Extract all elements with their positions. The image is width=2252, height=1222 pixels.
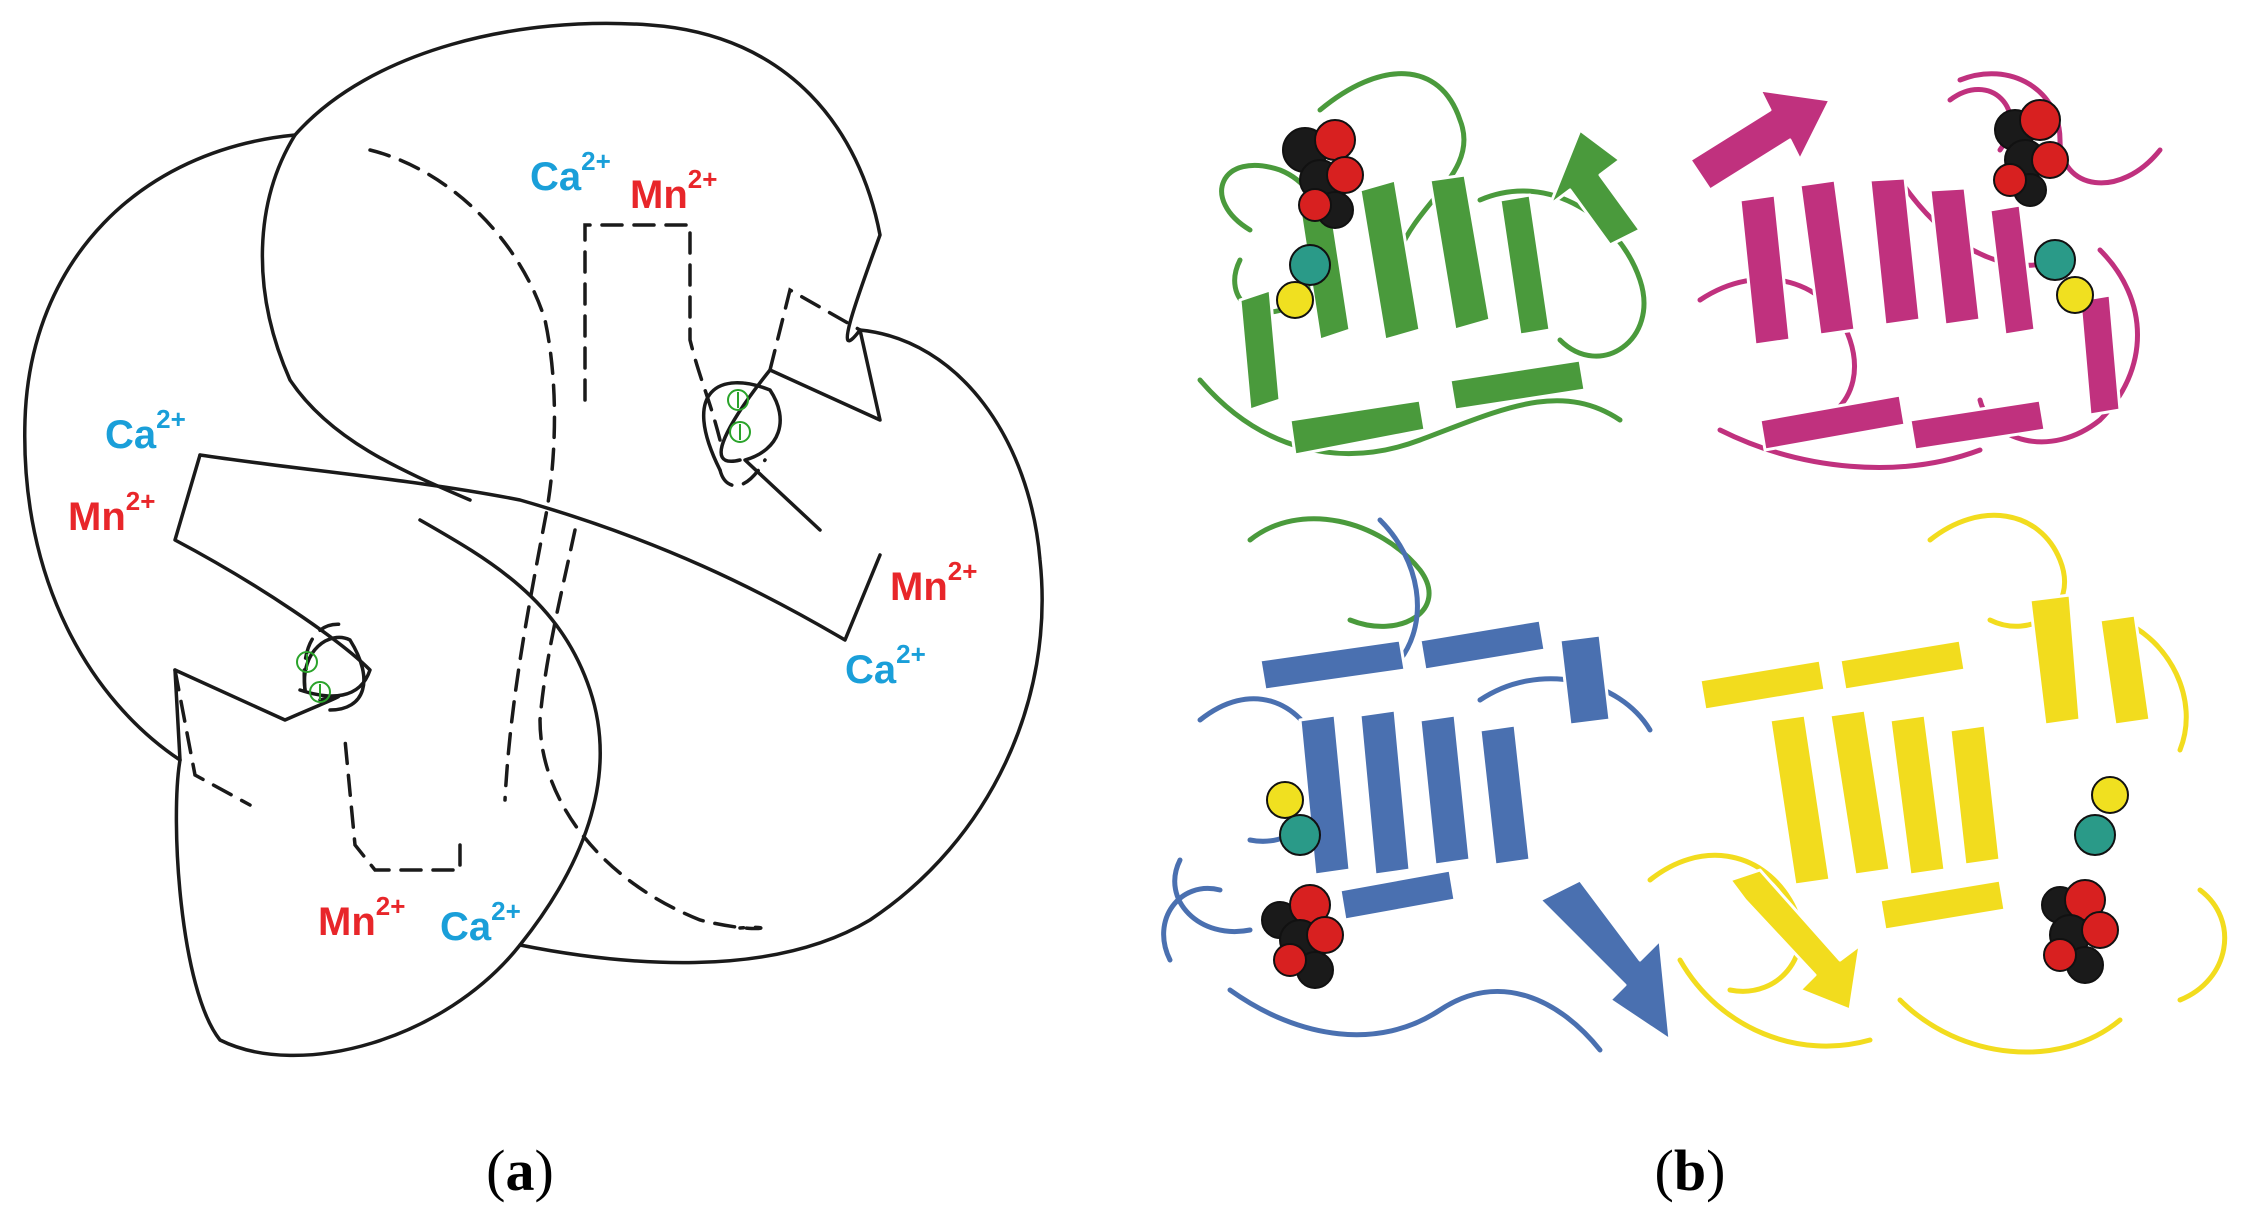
top-lobe-hidden-contour bbox=[368, 148, 557, 802]
panel-b-caption: (b) bbox=[1655, 1138, 1726, 1203]
lower-stem bbox=[343, 738, 462, 872]
ion-label: Mn2+ bbox=[630, 164, 717, 217]
central-hidden-contour bbox=[538, 528, 763, 931]
ion-label: Mn2+ bbox=[890, 556, 977, 609]
upper-right-pocket bbox=[701, 381, 822, 532]
manganese-sphere bbox=[2091, 776, 2129, 814]
subunit-magenta-sheets bbox=[1688, 88, 2122, 452]
panel-a-binding-markers bbox=[296, 389, 751, 703]
calcium-sphere bbox=[2074, 814, 2116, 856]
manganese-sphere bbox=[1276, 281, 1314, 319]
panel-a-caption: (a) bbox=[486, 1138, 554, 1203]
ion-label: Ca2+ bbox=[440, 896, 521, 949]
carbohydrate-cluster-bottom-left bbox=[1261, 884, 1344, 989]
manganese-sphere bbox=[2056, 276, 2094, 314]
panel-a-caption-letter: a bbox=[506, 1138, 535, 1203]
bottom-lobe-contour bbox=[418, 518, 602, 947]
panel-a-schematic bbox=[23, 21, 1044, 1058]
outer-outline bbox=[23, 21, 1044, 1058]
left-lobe-contour bbox=[260, 133, 472, 502]
panel-a-ion-labels: Ca2+ Mn2+ Ca2+ Mn2+ Mn2+ Ca2+ Mn2+ Ca2+ bbox=[68, 146, 977, 949]
right-arm bbox=[198, 453, 882, 642]
calcium-sphere bbox=[1289, 244, 1331, 286]
panel-b-caption-letter: b bbox=[1674, 1138, 1706, 1203]
subunit-yellow bbox=[1647, 512, 2228, 1055]
subunit-yellow-sheets bbox=[1698, 593, 2152, 1012]
carbohydrate-cluster-top-left bbox=[1282, 119, 1364, 229]
lower-left-pocket bbox=[302, 635, 366, 712]
ion-label: Ca2+ bbox=[105, 404, 186, 457]
carbohydrate-cluster-bottom-right bbox=[2041, 879, 2119, 984]
ion-label: Mn2+ bbox=[68, 486, 155, 539]
subunit-blue-sheets bbox=[1258, 618, 1672, 1042]
upper-right-flap-dash bbox=[768, 287, 862, 372]
upper-pocket-dash bbox=[718, 458, 767, 488]
upper-stem bbox=[583, 223, 722, 442]
subunit-green-sheets bbox=[1238, 128, 1642, 457]
ion-label: Mn2+ bbox=[318, 891, 405, 944]
calcium-sphere bbox=[1279, 814, 1321, 856]
left-arm bbox=[173, 453, 372, 698]
subunit-blue bbox=[1161, 517, 1653, 1053]
carbohydrate-cluster-top-right bbox=[1993, 99, 2069, 207]
manganese-sphere bbox=[1266, 781, 1304, 819]
binding-marker-upper bbox=[727, 389, 751, 443]
ion-label: Ca2+ bbox=[530, 146, 611, 199]
ion-label: Ca2+ bbox=[845, 639, 926, 692]
panel-a-dashed-lines bbox=[173, 148, 862, 931]
lower-pocket-dash bbox=[302, 622, 347, 692]
panel-b-structure bbox=[1161, 71, 2228, 1055]
binding-marker-lower bbox=[296, 651, 331, 703]
calcium-sphere bbox=[2034, 239, 2076, 281]
lower-left-flap-dash bbox=[173, 668, 252, 807]
panel-b-spheres bbox=[1261, 99, 2129, 989]
